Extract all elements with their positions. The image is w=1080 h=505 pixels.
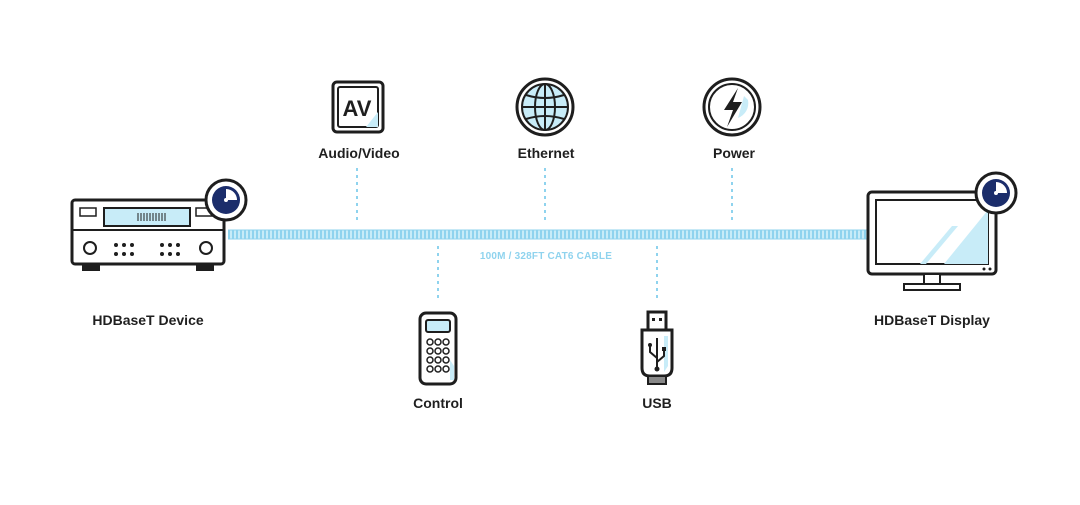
- monitor-icon: [866, 190, 998, 291]
- label-hdbaset-display: HDBaseT Display: [874, 312, 990, 328]
- av-receiver-icon: [70, 198, 226, 271]
- remote-control-icon: [418, 311, 458, 386]
- source-status-badge: [204, 178, 248, 222]
- av-icon: AV: [331, 80, 385, 134]
- globe-icon: [515, 77, 575, 137]
- sink-status-badge: [974, 171, 1018, 215]
- label-ethernet: Ethernet: [517, 145, 575, 161]
- connector-lines: [356, 168, 733, 300]
- label-power: Power: [712, 145, 756, 161]
- svg-text:AV: AV: [343, 96, 372, 121]
- label-control: Control: [413, 395, 463, 411]
- label-cable: 100M / 328FT CAT6 CABLE: [479, 251, 613, 262]
- usb-icon: [640, 310, 674, 385]
- cat6-cable: [228, 229, 868, 240]
- label-usb: USB: [642, 395, 672, 411]
- lightning-icon: [702, 77, 762, 137]
- label-hdbaset-device: HDBaseT Device: [92, 312, 204, 328]
- label-audio-video: Audio/Video: [318, 145, 400, 161]
